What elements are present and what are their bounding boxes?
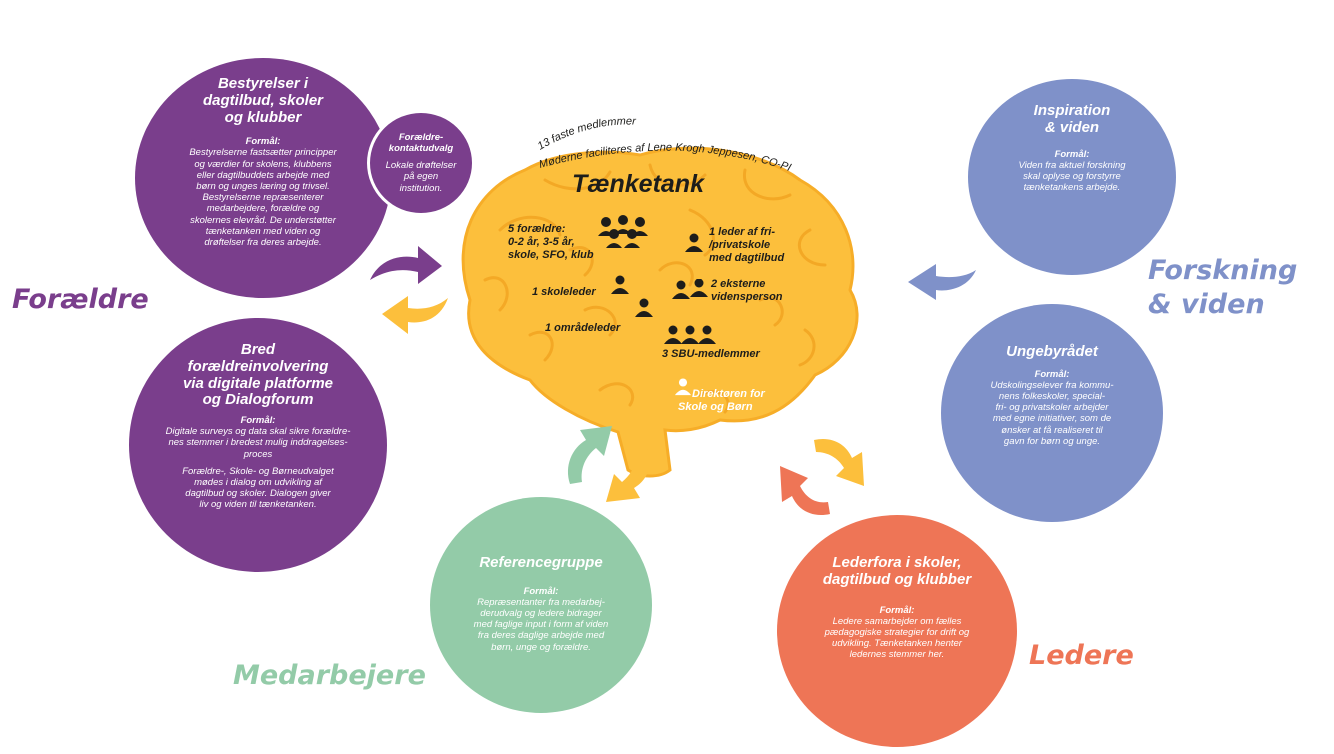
people-icon-eksterne bbox=[671, 279, 709, 301]
ungeby-formaal: Formål: bbox=[1034, 368, 1070, 380]
kontaktudvalg-title: Forældre- kontaktudvalg bbox=[388, 132, 454, 154]
ungeby-title: Ungebyrådet bbox=[1006, 343, 1098, 360]
arrow-orange-icon bbox=[780, 466, 830, 516]
member-skoleleder: 1 skoleleder bbox=[532, 286, 596, 298]
bestyrelser-title: Bestyrelser i dagtilbud, skoler og klubb… bbox=[202, 75, 323, 126]
ungeby-circle: Ungebyrådet Formål: Udskolingselever fra… bbox=[941, 304, 1163, 522]
lederfora-title: Lederfora i skoler, dagtilbud og klubber bbox=[822, 554, 972, 588]
arrow-purple-icon bbox=[370, 246, 442, 284]
member-parents: 5 forældre: 0-2 år, 3-5 år, skole, SFO, … bbox=[508, 223, 594, 261]
member-direktoer: Direktøren for Skole og Børn bbox=[678, 388, 765, 413]
bred-circle: Bred forældreinvolvering via digitale pl… bbox=[129, 318, 387, 572]
bestyrelser-text: Bestyrelserne fastsætter principper og v… bbox=[189, 147, 337, 249]
arrow-yellow-left-icon bbox=[382, 296, 448, 334]
member-friskole: 1 leder af fri- /privatskole med dagtilb… bbox=[709, 226, 785, 264]
member-sbu: 3 SBU-medlemmer bbox=[662, 348, 760, 360]
bestyrelser-formaal: Formål: bbox=[245, 136, 281, 148]
person-icon-direktoer bbox=[674, 378, 692, 396]
member-omraadeleder: 1 områdeleder bbox=[545, 322, 621, 334]
bestyrelser-circle: Bestyrelser i dagtilbud, skoler og klubb… bbox=[135, 58, 391, 298]
people-icon-parents bbox=[596, 214, 650, 250]
member-eksterne: 2 eksterne vidensperson bbox=[711, 278, 783, 303]
arrow-blue-icon bbox=[908, 264, 976, 300]
kontaktudvalg-text: Lokale drøftelser på egen institution. bbox=[385, 160, 457, 194]
lederfora-circle: Lederfora i skoler, dagtilbud og klubber… bbox=[777, 515, 1017, 747]
bred-title: Bred forældreinvolvering via digitale pl… bbox=[182, 341, 334, 409]
group-label-medarbejere: Medarbejere bbox=[233, 660, 426, 691]
ungeby-text: Udskolingselever fra kommu- nens folkesk… bbox=[990, 379, 1114, 447]
reference-title: Referencegruppe bbox=[479, 554, 603, 571]
inspiration-text: Viden fra aktuel forskning skal oplyse o… bbox=[1018, 159, 1126, 193]
lederfora-formaal: Formål: bbox=[879, 604, 915, 616]
kontaktudvalg-circle: Forældre- kontaktudvalg Lokale drøftelse… bbox=[367, 110, 475, 216]
arrow-green-icon bbox=[567, 426, 612, 484]
group-label-forskning: Forskning & viden bbox=[1148, 255, 1298, 320]
reference-text: Repræsentanter fra medarbej- derudvalg o… bbox=[473, 596, 609, 653]
arrow-yellow-right-icon bbox=[814, 438, 864, 486]
reference-circle: Referencegruppe Formål: Repræsentanter f… bbox=[430, 497, 652, 713]
group-label-ledere: Ledere bbox=[1029, 640, 1134, 671]
inspiration-circle: Inspiration & viden Formål: Viden fra ak… bbox=[968, 79, 1176, 275]
person-icon-omraade bbox=[634, 298, 654, 318]
person-icon-friskole bbox=[684, 233, 704, 253]
person-icon-skoleleder bbox=[610, 275, 630, 295]
bred-text-2: Forældre-, Skole- og Børneudvalget mødes… bbox=[182, 465, 334, 511]
inspiration-formaal: Formål: bbox=[1054, 148, 1090, 160]
lederfora-text: Ledere samarbejder om fælles pædagogiske… bbox=[824, 615, 970, 661]
brain-title: Tænketank bbox=[572, 170, 704, 198]
people-icon-sbu bbox=[664, 324, 716, 346]
group-label-foraeldre: Forældre bbox=[12, 284, 149, 315]
bred-formaal: Formål: bbox=[240, 415, 276, 427]
bred-text-1: Digitale surveys og data skal sikre foræ… bbox=[165, 426, 351, 460]
inspiration-title: Inspiration & viden bbox=[1033, 102, 1111, 136]
reference-formaal: Formål: bbox=[523, 585, 559, 597]
arrow-yellow-down-icon bbox=[606, 446, 650, 502]
